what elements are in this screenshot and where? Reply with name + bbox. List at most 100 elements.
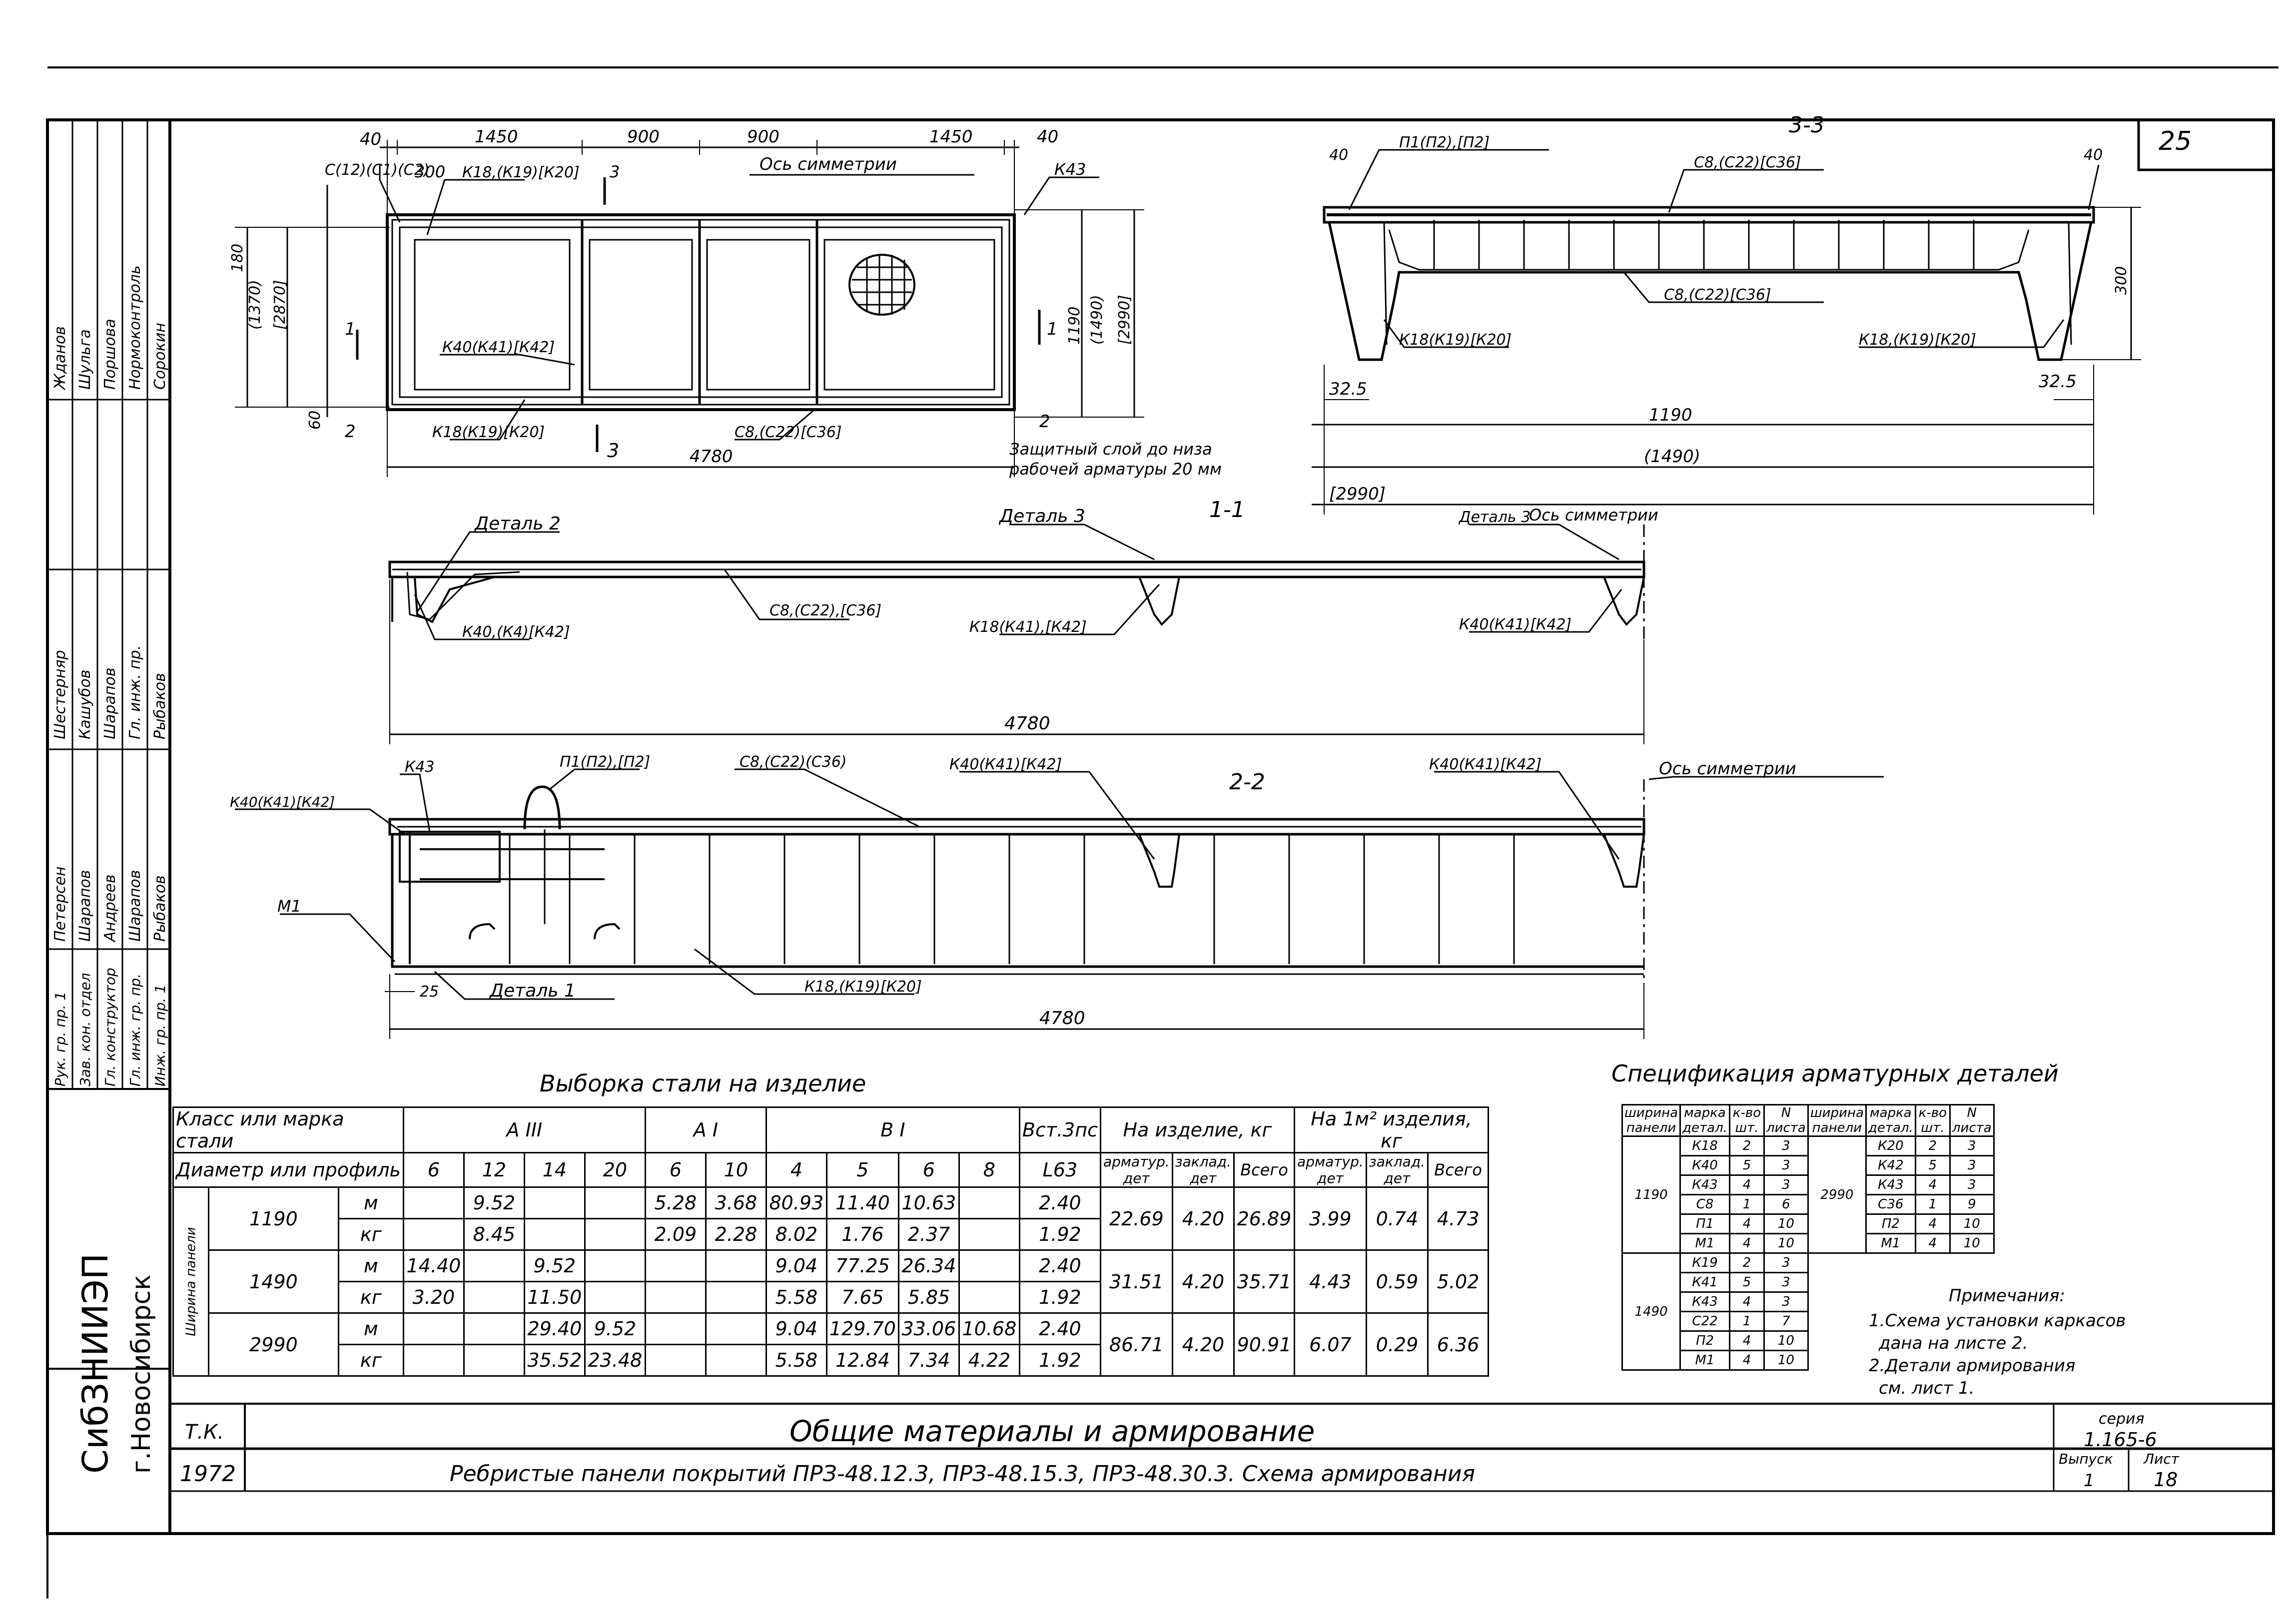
dim-2990-33: [2990]: [1329, 484, 1386, 504]
mesh-cutout: [848, 254, 915, 316]
dim-2870: [2870]: [271, 280, 289, 330]
stamp-extra: Нормоконтроль: [126, 265, 144, 390]
cell: К43: [1865, 1174, 1916, 1195]
hdr-vst: Вст.3пс: [1018, 1106, 1101, 1153]
cell: 9: [1949, 1194, 1995, 1215]
cell: [584, 1218, 646, 1251]
hdr-a3: А III: [402, 1106, 646, 1153]
label-detail2: Деталь 2: [474, 514, 561, 534]
total-cell: 4.20: [1171, 1312, 1235, 1377]
sheet-label: Лист: [2143, 1451, 2180, 1467]
spec-table: ширина панели марка детал. к-во шт. N ли…: [1621, 1104, 1995, 1371]
cell: 10: [1763, 1233, 1809, 1254]
cell: [463, 1281, 525, 1314]
cell: 5.28: [644, 1186, 707, 1219]
cell: [402, 1312, 465, 1345]
cell: 11.40: [825, 1186, 899, 1219]
total-cell: 90.91: [1233, 1312, 1296, 1377]
cell: [402, 1218, 465, 1251]
dim-60: 60: [306, 411, 324, 430]
kind-cell: м: [337, 1249, 404, 1282]
cell: 2.09: [644, 1218, 707, 1251]
cell: 10.63: [897, 1186, 960, 1219]
label-corner: С(12)(С1)(С2): [325, 161, 429, 179]
subtitle: Ребристые панели покрытий ПРЗ-48.12.3, П…: [450, 1461, 1475, 1487]
cell: 5: [1914, 1155, 1951, 1176]
stamp-dept: Шестерняр: [51, 650, 69, 739]
total-cell: 0.59: [1365, 1249, 1429, 1314]
label-k40-11-l: К40,(К4)[К42]: [462, 623, 570, 641]
cell: 35.52: [523, 1344, 586, 1377]
label-detail1: Деталь 1: [489, 981, 576, 1001]
stamp-role: Инж. гр. пр. 1: [152, 985, 168, 1086]
issue-value: 1: [2084, 1471, 2095, 1491]
stamp-role: Гл. инж. гр. пр.: [127, 974, 143, 1086]
cell: [644, 1281, 707, 1314]
cell: 4: [1914, 1213, 1951, 1234]
main-title: Общие материалы и армирование: [789, 1414, 1315, 1448]
cell: 7.65: [825, 1281, 899, 1314]
cell: [958, 1218, 1020, 1251]
cell: К43: [1679, 1174, 1730, 1195]
spec-hdr: N листа: [1949, 1104, 1995, 1137]
cell: 1.92: [1018, 1281, 1101, 1314]
total-cell: 0.74: [1365, 1186, 1429, 1251]
dim-40-l: 40: [360, 129, 381, 149]
cell: 9.04: [765, 1312, 827, 1345]
dim-25-22: 25: [420, 983, 439, 1001]
spec-hdr: к-во шт.: [1728, 1104, 1765, 1137]
cell: 6: [1763, 1194, 1809, 1215]
label-k43-plan: К43: [1054, 160, 1086, 179]
steel-table: Класс или марка стали А III А I В I Вст.…: [172, 1106, 1490, 1377]
cell: 3: [1763, 1272, 1809, 1293]
label-c8-33-top: С8,(С22)[С36]: [1694, 154, 1801, 171]
label-k43-22: К43: [405, 758, 434, 776]
hdr-b1: В I: [765, 1106, 1020, 1153]
cell: [958, 1281, 1020, 1314]
spec-table-title: Спецификация арматурных деталей: [1611, 1060, 2059, 1087]
sub-col: Всего: [1233, 1152, 1296, 1188]
cell: 3.68: [705, 1186, 767, 1219]
cell: [523, 1218, 586, 1251]
protect-note-2: рабочей арматуры 20 мм: [1009, 460, 1222, 479]
width-cell: 2990: [208, 1312, 339, 1377]
kind-cell: кг: [337, 1344, 404, 1377]
mark-3-bottom: 3: [607, 440, 619, 462]
cell: [644, 1344, 707, 1377]
cell: 3: [1949, 1155, 1995, 1176]
cell: 4: [1728, 1213, 1765, 1234]
cell: 8.45: [463, 1218, 525, 1251]
stamp-dept: Рыбаков: [151, 673, 169, 739]
dim-40-33-l: 40: [1329, 146, 1348, 164]
cell: П2: [1865, 1213, 1916, 1234]
cell: [523, 1186, 586, 1219]
total-cell: 4.43: [1294, 1249, 1367, 1314]
dim-1190-33: 1190: [1649, 405, 1692, 425]
cell: М1: [1679, 1350, 1730, 1371]
cell: [958, 1249, 1020, 1282]
cell: 12.84: [825, 1344, 899, 1377]
cell: 1: [1914, 1194, 1951, 1215]
cell: 9.52: [463, 1186, 525, 1219]
dim-4780-22: 4780: [1039, 1008, 1085, 1029]
spec-hdr: N листа: [1763, 1104, 1809, 1137]
spec-hdr: к-во шт.: [1914, 1104, 1951, 1137]
cell: 3: [1949, 1174, 1995, 1195]
cell: 10.68: [958, 1312, 1020, 1345]
sub-col: Всего: [1427, 1152, 1490, 1188]
label-m1-22: М1: [277, 897, 301, 916]
cell: [644, 1249, 707, 1282]
diam-col: 6: [402, 1152, 465, 1188]
series-value: 1.165-6: [2084, 1429, 2157, 1451]
diam-col: 4: [765, 1152, 827, 1188]
cell: 5.58: [765, 1344, 827, 1377]
cell: С8: [1679, 1194, 1730, 1215]
side-stamp: [47, 120, 170, 1370]
total-cell: 3.99: [1294, 1186, 1367, 1251]
cell: 4: [1728, 1233, 1765, 1254]
